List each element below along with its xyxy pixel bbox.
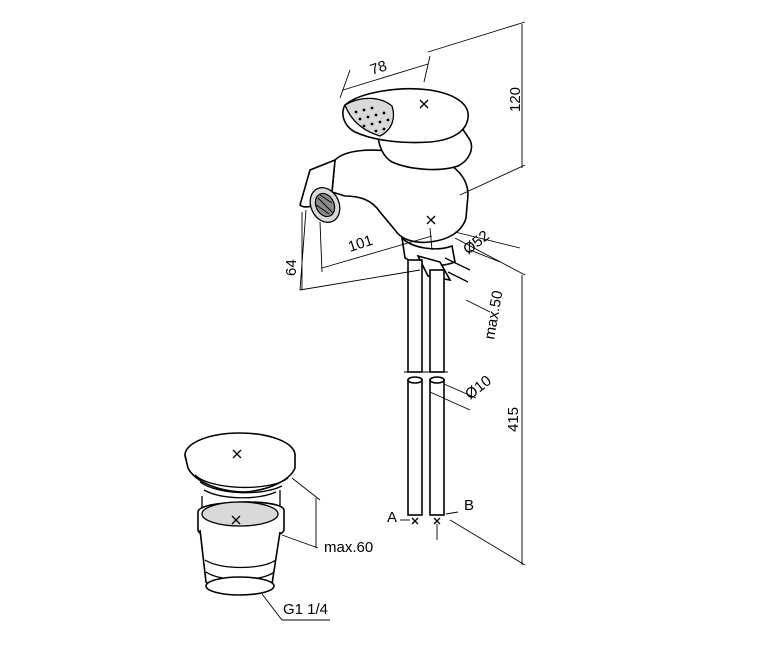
- dim-label-handle-width: 78: [368, 57, 389, 78]
- hose-a-label: A: [387, 509, 397, 526]
- dimension-waste-height: max.60: [281, 477, 373, 556]
- dimension-max-deck: max.50: [465, 249, 506, 341]
- dim-label-hose-diameter: Ø10: [462, 372, 495, 403]
- dimension-handle-width: 78: [339, 55, 431, 99]
- dimension-spout-reach: 101: [319, 221, 433, 273]
- hose-connection-labels: A B: [387, 497, 474, 526]
- handle-perforation-dots: [354, 106, 390, 133]
- dim-label-overall-height: 120: [507, 87, 524, 112]
- dim-label-hose-length: 415: [505, 407, 522, 432]
- dim-label-base-diameter: Ø52: [460, 227, 493, 258]
- dim-label-spout-reach: 101: [346, 232, 375, 256]
- bidet-mixer-faucet: [299, 87, 473, 540]
- dimension-spout-height: 64: [283, 209, 421, 291]
- dimension-hose-length: 415: [449, 237, 526, 566]
- dimension-waste-thread: G1 1/4: [261, 593, 330, 621]
- dim-label-waste-height: max.60: [324, 539, 373, 556]
- dim-label-waste-thread: G1 1/4: [283, 601, 328, 618]
- pop-up-waste-valve: [184, 432, 296, 596]
- dim-label-spout-height: 64: [283, 259, 300, 276]
- dimension-overall-height: 120: [427, 21, 526, 196]
- hose-b-label: B: [464, 497, 474, 514]
- dim-label-max-deck: max.50: [481, 289, 506, 340]
